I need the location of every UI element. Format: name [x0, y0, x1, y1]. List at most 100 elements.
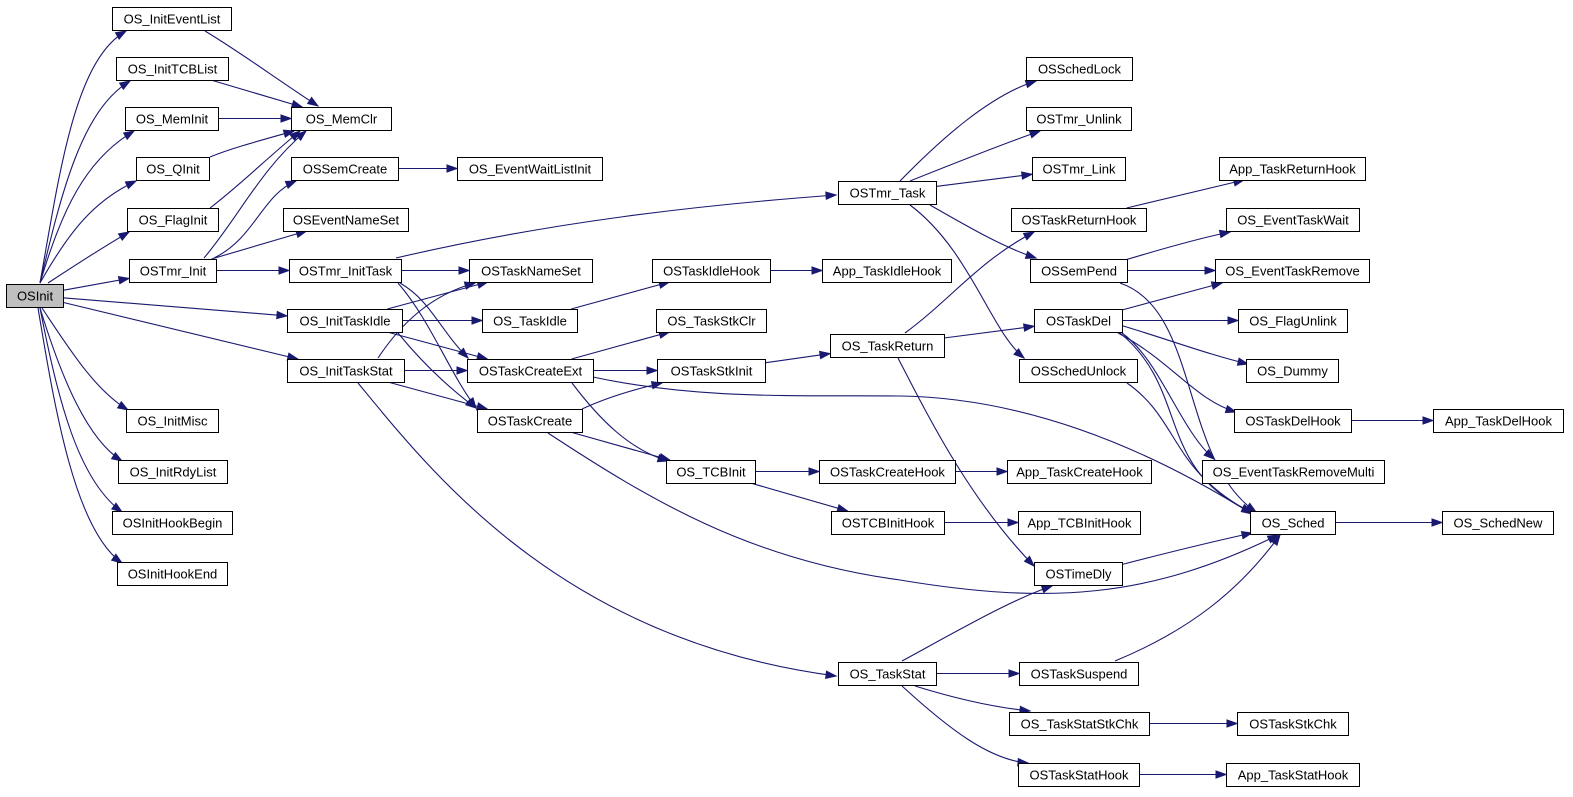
edge-osinit-to-osinithookbegin: [39, 307, 124, 513]
edge-line: [37, 307, 123, 564]
node-osinithookbegin[interactable]: OSInitHookBegin: [112, 511, 233, 535]
edge-line: [41, 307, 129, 411]
node-os-qinit[interactable]: OS_QInit: [136, 157, 210, 181]
node-os-taskreturn[interactable]: OS_TaskReturn: [830, 334, 945, 358]
arrowhead-icon: [825, 191, 838, 201]
arrowhead-icon: [276, 310, 289, 320]
node-os-taskstkclr[interactable]: OS_TaskStkClr: [656, 309, 767, 333]
node-os-eventtaskwait[interactable]: OS_EventTaskWait: [1226, 208, 1360, 232]
arrowhead-icon: [295, 130, 308, 142]
node-box: [457, 157, 603, 181]
node-ostaskreturnhook[interactable]: OSTaskReturnHook: [1011, 208, 1147, 232]
node-os-memclr[interactable]: OS_MemClr: [291, 107, 392, 131]
edge-osinit-to-ostmr-init: [62, 275, 131, 291]
node-label: OSEventNameSet: [293, 213, 400, 228]
node-ostasksuspend[interactable]: OSTaskSuspend: [1019, 662, 1139, 686]
edge-line: [39, 307, 123, 462]
node-os-dummy[interactable]: OS_Dummy: [1246, 359, 1339, 383]
edge-ostaskdelhook-to-app-taskdelhook: [1351, 416, 1435, 425]
node-os-meminit[interactable]: OS_MemInit: [125, 107, 219, 131]
edge-line: [387, 331, 488, 360]
node-app-taskdelhook[interactable]: App_TaskDelHook: [1433, 409, 1564, 433]
node-ossempend[interactable]: OSSemPend: [1030, 259, 1128, 283]
node-os-initrdylist[interactable]: OS_InitRdyList: [118, 460, 228, 484]
node-ostmr-link[interactable]: OSTmr_Link: [1032, 157, 1126, 181]
node-ostaskstkinit[interactable]: OSTaskStkInit: [657, 359, 766, 383]
edge-os-inittaskidle-to-ostasknameset: [387, 280, 490, 310]
node-ostasknameset[interactable]: OSTaskNameSet: [469, 259, 593, 283]
node-label: OSTaskCreateExt: [479, 364, 583, 379]
node-os-tcbinit[interactable]: OS_TCBInit: [666, 460, 756, 484]
node-os-initmisc[interactable]: OS_InitMisc: [126, 409, 219, 433]
node-box: [1009, 712, 1150, 736]
node-label: OS_TaskStat: [850, 667, 926, 682]
node-label: OS_EventTaskRemove: [1225, 264, 1359, 279]
edge-os-inittaskstat-to-ostaskcreateext: [404, 366, 469, 375]
node-osinithookend[interactable]: OSInitHookEnd: [117, 562, 228, 586]
node-ostaskdelhook[interactable]: OSTaskDelHook: [1234, 409, 1352, 433]
node-app-taskcreatehook[interactable]: App_TaskCreateHook: [1007, 460, 1152, 484]
node-box: [1034, 309, 1123, 333]
edge-line: [62, 277, 130, 291]
node-ostmr-inittask[interactable]: OSTmr_InitTask: [289, 259, 402, 283]
node-app-taskidlehook[interactable]: App_TaskIdleHook: [822, 259, 952, 283]
edge-ossempend-to-os-eventtaskremove: [1127, 266, 1217, 275]
arrowhead-icon: [1270, 533, 1281, 547]
arrowhead-icon: [110, 553, 124, 564]
node-ostimedly[interactable]: OSTimeDly: [1034, 562, 1123, 586]
edge-ossempend-to-os-eventtaskwait: [1124, 229, 1232, 261]
node-os-inittcblist[interactable]: OS_InitTCBList: [116, 57, 229, 81]
node-os-eventtaskremove[interactable]: OS_EventTaskRemove: [1215, 259, 1370, 283]
node-os-initeventlist[interactable]: OS_InitEventList: [112, 7, 232, 31]
node-app-taskstathook[interactable]: App_TaskStatHook: [1226, 763, 1360, 787]
edge-line: [901, 685, 1029, 764]
node-ostmr-unlink[interactable]: OSTmr_Unlink: [1026, 107, 1132, 131]
edge-osinit-to-osinithookend: [37, 307, 124, 564]
edge-line: [1119, 532, 1253, 566]
node-ostmr-task[interactable]: OSTmr_Task: [838, 181, 937, 205]
edge-os-taskstatstkchk-to-ostaskstkchk: [1149, 719, 1239, 728]
node-label: OSTimeDly: [1046, 567, 1112, 582]
node-ostmr-init[interactable]: OSTmr_Init: [129, 259, 217, 283]
node-os-flagunlink[interactable]: OS_FlagUnlink: [1238, 309, 1348, 333]
node-ostaskstathook[interactable]: OSTaskStatHook: [1018, 763, 1140, 787]
edge-line: [1117, 332, 1237, 413]
node-os-sched[interactable]: OS_Sched: [1250, 511, 1336, 535]
arrowhead-icon: [117, 231, 131, 241]
node-ostaskcreateext[interactable]: OSTaskCreateExt: [467, 359, 594, 383]
node-ostaskstkchk[interactable]: OSTaskStkChk: [1237, 712, 1349, 736]
node-ostaskidlehook[interactable]: OSTaskIdleHook: [652, 259, 771, 283]
node-osinit[interactable]: OSInit: [6, 284, 64, 308]
node-ossemcreate[interactable]: OSSemCreate: [291, 157, 399, 181]
node-os-taskstat[interactable]: OS_TaskStat: [838, 662, 937, 686]
node-os-flaginit[interactable]: OS_FlagInit: [127, 208, 219, 232]
node-os-eventtaskremovemulti[interactable]: OS_EventTaskRemoveMulti: [1202, 460, 1385, 484]
arrowhead-icon: [1023, 323, 1036, 332]
node-ostaskdel[interactable]: OSTaskDel: [1034, 309, 1123, 333]
node-ostcbinithook[interactable]: OSTCBInitHook: [831, 511, 945, 535]
node-osschedunlock[interactable]: OSSchedUnlock: [1019, 359, 1138, 383]
node-ostaskcreatehook[interactable]: OSTaskCreateHook: [819, 460, 956, 484]
node-label: OSTmr_Unlink: [1036, 112, 1122, 127]
arrowhead-icon: [1422, 416, 1435, 425]
node-box: [1202, 460, 1385, 484]
arrowhead-icon: [1240, 531, 1254, 540]
node-os-taskidle[interactable]: OS_TaskIdle: [482, 309, 578, 333]
node-box: [112, 7, 232, 31]
node-oseventnameset[interactable]: OSEventNameSet: [283, 208, 409, 232]
node-osschedlock[interactable]: OSSchedLock: [1026, 57, 1133, 81]
node-app-taskreturnhook[interactable]: App_TaskReturnHook: [1219, 157, 1366, 181]
node-label: OS_InitTaskIdle: [299, 314, 390, 329]
edge-line: [209, 130, 301, 209]
edge-line: [943, 325, 1035, 339]
edge-line: [395, 194, 837, 259]
node-os-inittaskidle[interactable]: OS_InitTaskIdle: [287, 309, 403, 333]
arrowhead-icon: [278, 266, 291, 275]
node-os-inittaskstat[interactable]: OS_InitTaskStat: [287, 359, 405, 383]
edge-osinit-to-os-meminit: [39, 130, 136, 284]
node-os-eventwaitlistinit[interactable]: OS_EventWaitListInit: [457, 157, 603, 181]
node-os-taskstatstkchk[interactable]: OS_TaskStatStkChk: [1009, 712, 1150, 736]
node-ostaskcreate[interactable]: OSTaskCreate: [477, 409, 583, 433]
node-app-tcbinithook[interactable]: App_TCBInitHook: [1018, 511, 1141, 535]
node-os-schednew[interactable]: OS_SchedNew: [1442, 511, 1554, 535]
